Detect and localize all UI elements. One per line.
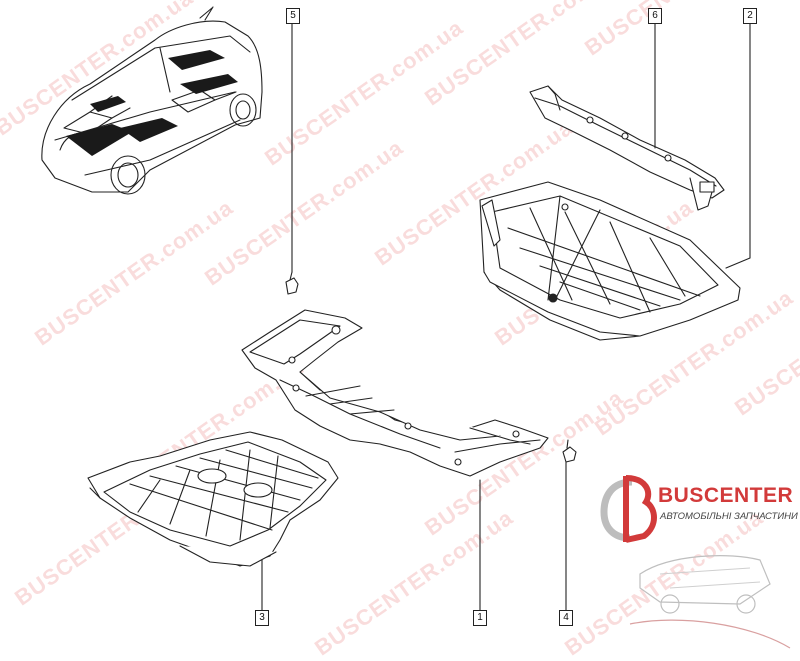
callout-4[interactable]: 4: [559, 610, 573, 626]
part-5-clip: [285, 271, 299, 295]
part-2-rear-shield: [479, 181, 741, 341]
buscenter-logo: [600, 475, 791, 649]
callout-2[interactable]: 2: [743, 8, 757, 24]
vehicle-overview: [41, 6, 263, 195]
callout-6[interactable]: 6: [648, 8, 662, 24]
logo-subtitle: АВТОМОБІЛЬНІ ЗАПЧАСТИНИ: [660, 511, 798, 522]
callout-1[interactable]: 1: [473, 610, 487, 626]
callout-3[interactable]: 3: [255, 610, 269, 626]
part-4-clip: [562, 439, 577, 463]
part-3-front-shield: [87, 431, 339, 567]
part-6-reinforcement-bar: [529, 85, 725, 211]
callout-5[interactable]: 5: [286, 8, 300, 24]
logo-name: BUSCENTER: [658, 484, 794, 507]
leader-lines: [261, 21, 751, 611]
underbody-highlight: [66, 50, 238, 156]
part-1-central-shield: [241, 309, 549, 477]
